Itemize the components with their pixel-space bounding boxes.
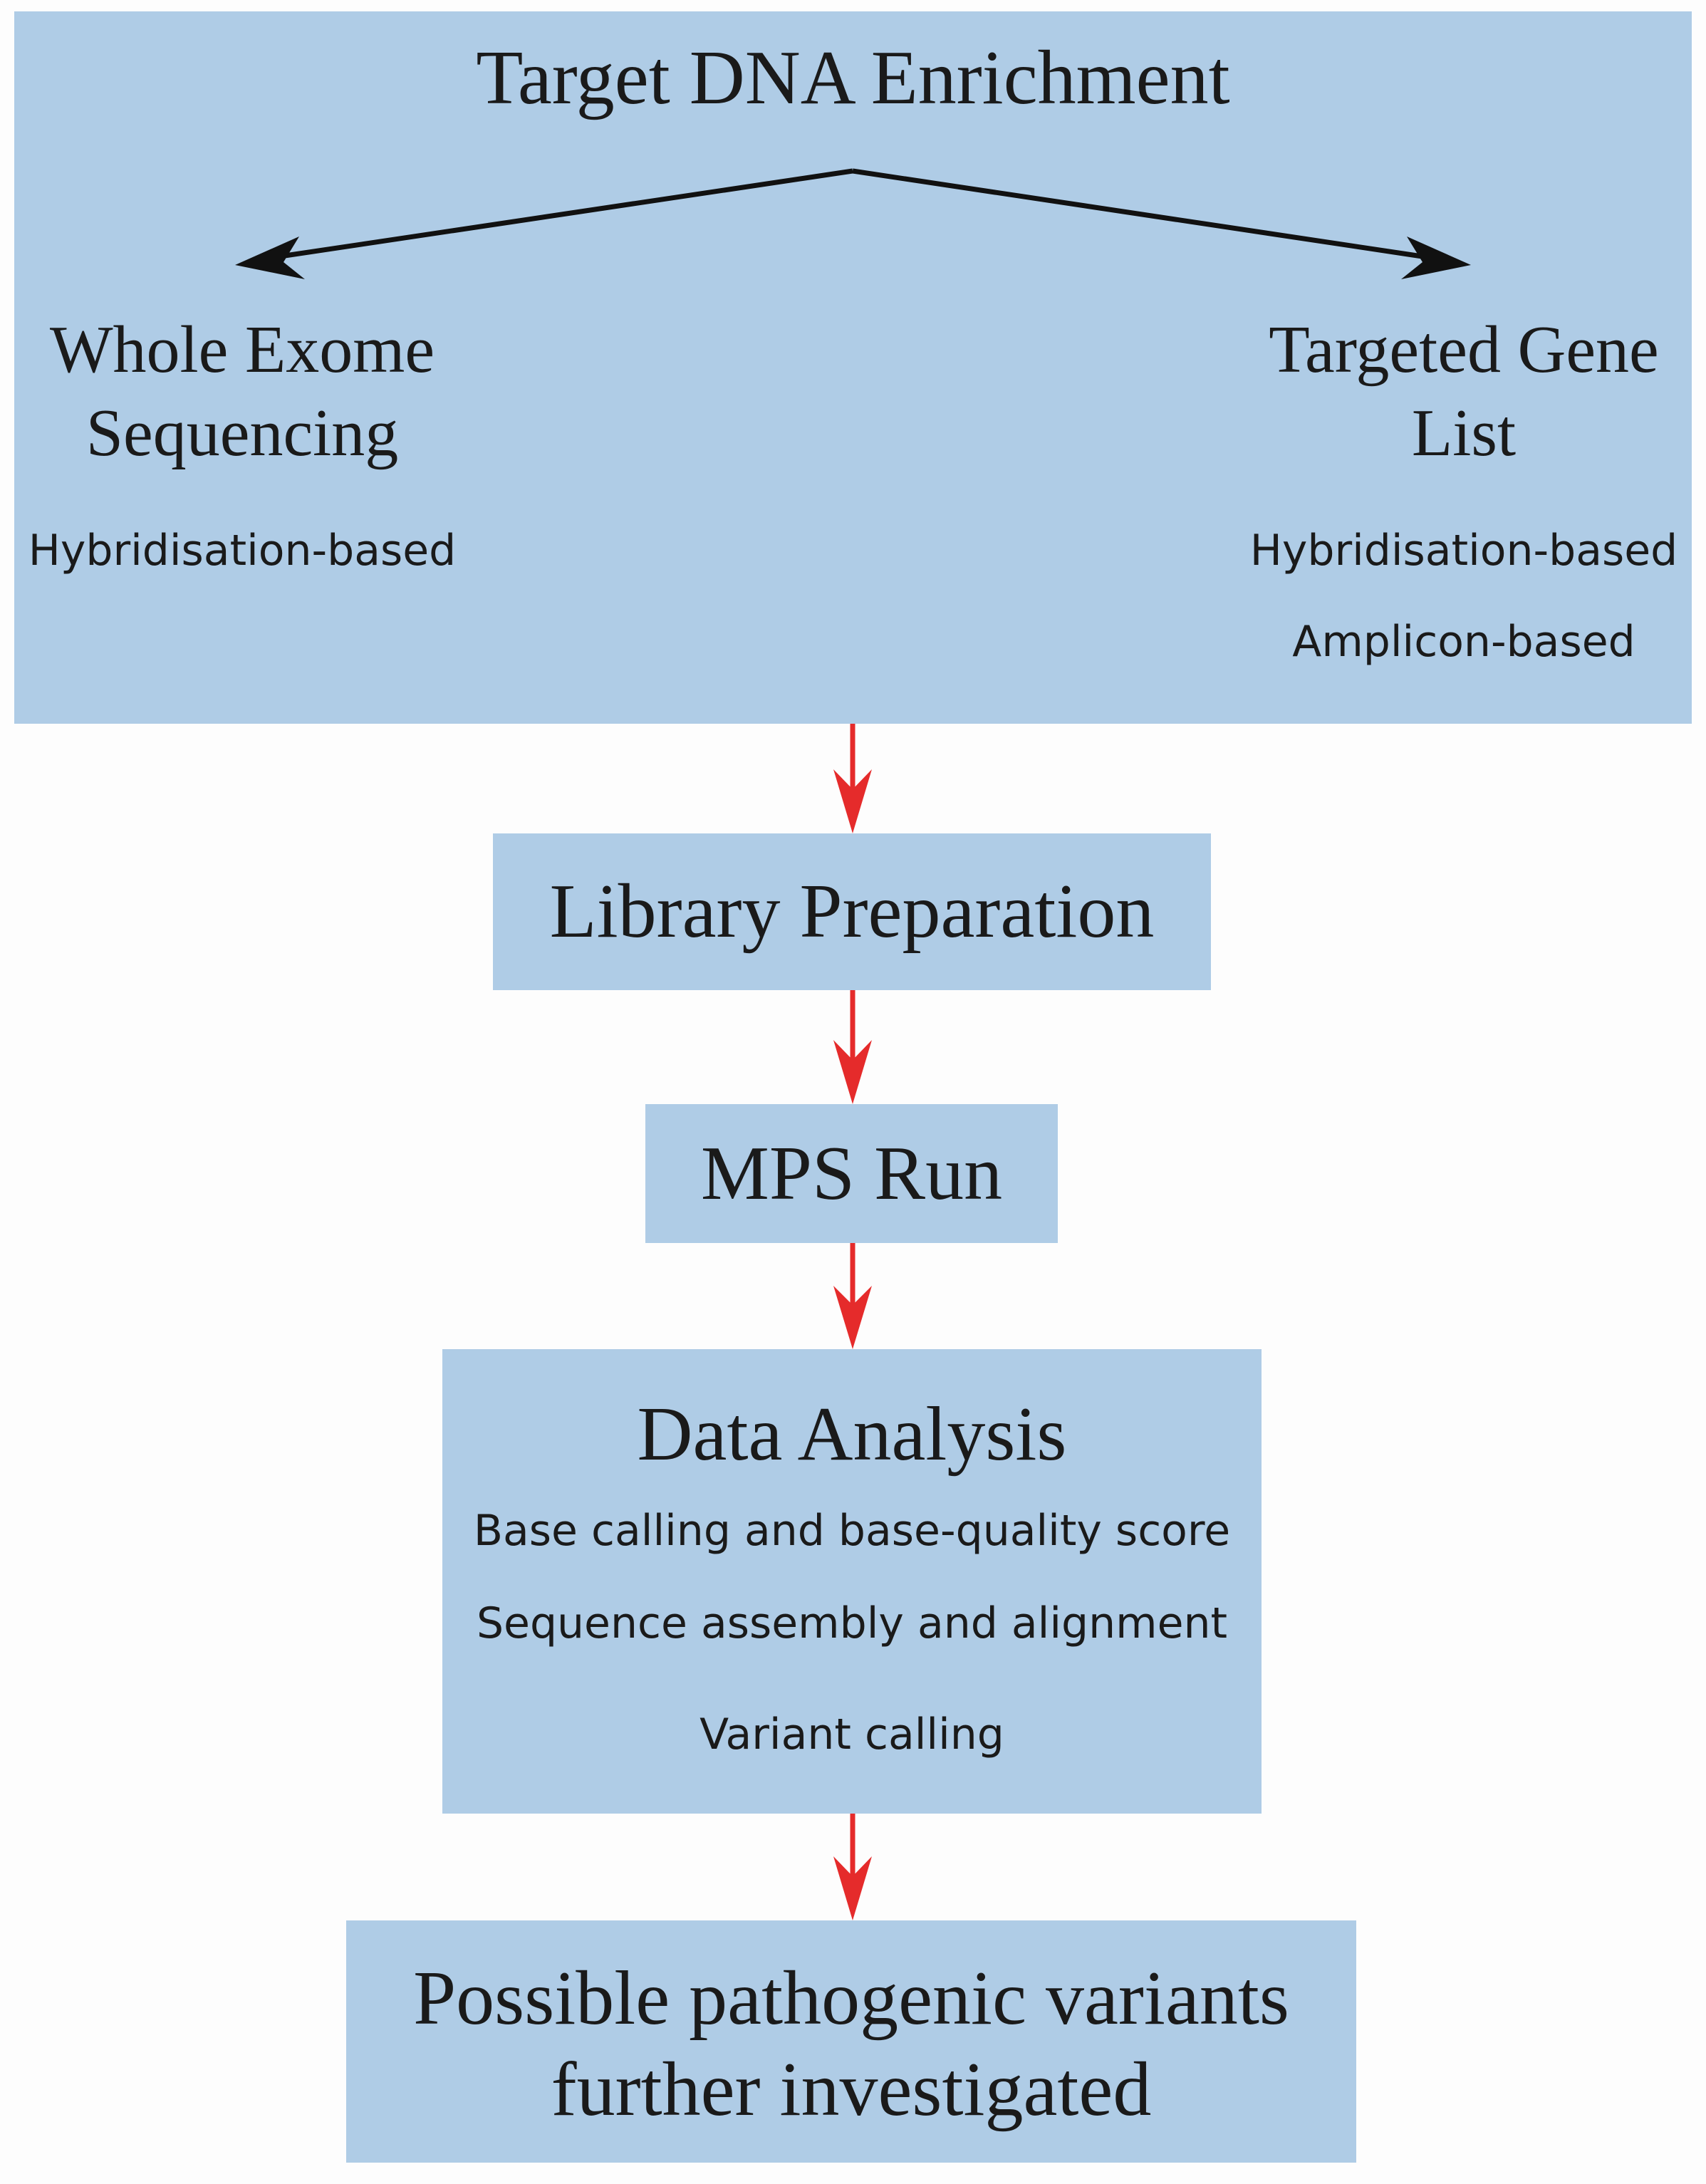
result-title-line1: Possible pathogenic variants <box>413 1956 1289 2041</box>
flow-arrow <box>833 990 872 1104</box>
enrichment-title: Target DNA Enrichment <box>476 36 1230 120</box>
library-title: Library Preparation <box>549 869 1155 954</box>
mps-title: MPS Run <box>700 1131 1003 1216</box>
library-box: Library Preparation <box>493 833 1211 990</box>
analysis-box: Data Analysis Base calling and base-qual… <box>442 1349 1262 1814</box>
mps-box: MPS Run <box>645 1104 1058 1243</box>
right-branch-title-line1: Targeted Gene <box>1269 313 1659 387</box>
left-branch-method: Hybridisation-based <box>28 526 457 576</box>
flow-arrow <box>833 1814 872 1920</box>
right-branch-method: Hybridisation-based <box>1249 526 1678 576</box>
analysis-title: Data Analysis <box>637 1392 1067 1477</box>
right-branch-method: Amplicon-based <box>1292 617 1635 667</box>
flow-arrow <box>833 1243 872 1349</box>
right-branch-title-line2: List <box>1411 396 1517 470</box>
left-branch-title-line2: Sequencing <box>85 396 399 470</box>
left-branch-title-line1: Whole Exome <box>49 313 435 387</box>
result-box: Possible pathogenic variants further inv… <box>346 1920 1356 2163</box>
analysis-step: Base calling and base-quality score <box>473 1506 1231 1556</box>
analysis-step: Sequence assembly and alignment <box>476 1598 1228 1648</box>
analysis-step: Variant calling <box>699 1710 1004 1759</box>
enrichment-box: Target DNA Enrichment Whole Exome Sequen… <box>14 11 1692 724</box>
flow-arrow <box>833 724 872 833</box>
result-title-line2: further investigated <box>551 2047 1152 2132</box>
